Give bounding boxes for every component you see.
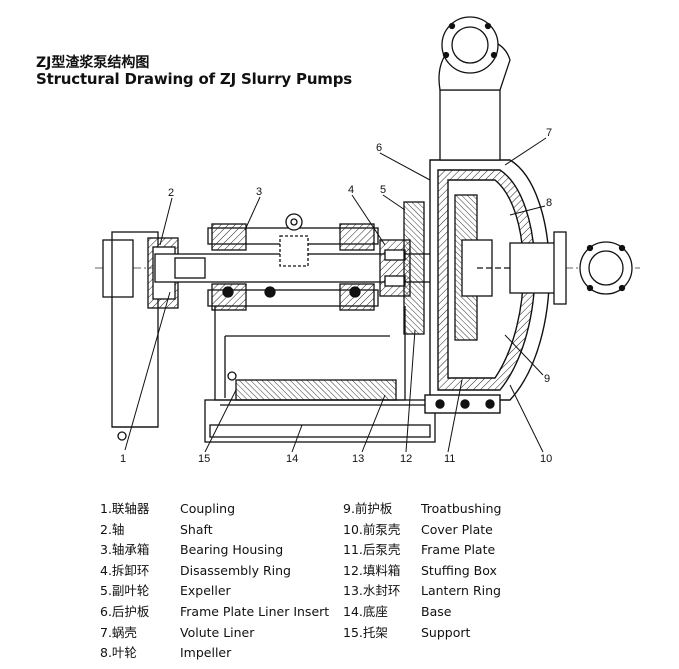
callout-15: 15 <box>198 453 210 465</box>
callout-9: 9 <box>544 373 550 385</box>
callout-6: 6 <box>376 142 382 154</box>
impeller-part <box>454 194 560 341</box>
drawing-title-chinese: ZJ型渣浆泵结构图 <box>36 55 150 71</box>
callout-4: 4 <box>348 184 354 196</box>
support-frame <box>214 306 406 401</box>
callout-11: 11 <box>444 453 455 465</box>
callout-numbers: 1 2 3 4 5 6 7 8 9 10 11 12 13 14 15 <box>120 127 552 465</box>
callout-5: 5 <box>380 184 386 196</box>
callout-1: 1 <box>120 453 126 465</box>
callout-12: 12 <box>400 453 412 465</box>
discharge-outlet <box>438 16 511 161</box>
bearing-housing-part <box>207 213 379 311</box>
callout-10: 10 <box>540 453 552 465</box>
base-part <box>204 399 436 443</box>
drawing-title-english: Structural Drawing of ZJ Slurry Pumps <box>36 70 353 88</box>
callout-8: 8 <box>546 197 552 209</box>
callout-2: 2 <box>168 187 174 199</box>
suction-inlet <box>509 231 633 305</box>
callout-13: 13 <box>352 453 364 465</box>
stuffing-box-part <box>379 201 425 335</box>
leader-lines <box>124 137 547 453</box>
callout-7: 7 <box>546 127 552 139</box>
callout-3: 3 <box>256 186 262 198</box>
callout-14: 14 <box>286 453 298 465</box>
